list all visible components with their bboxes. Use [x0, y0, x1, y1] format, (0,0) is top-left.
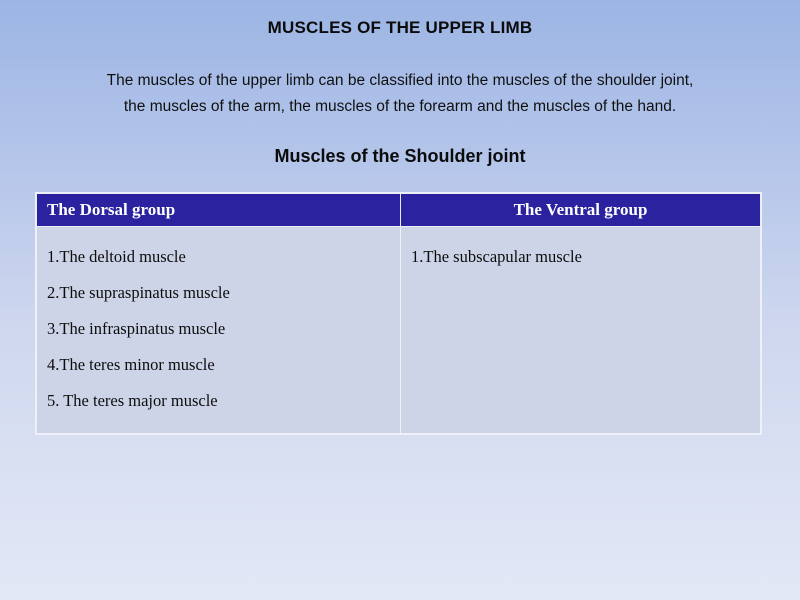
column-header-dorsal-group: The Dorsal group: [36, 193, 401, 227]
table-body: 1.The deltoid muscle 2.The supraspinatus…: [36, 226, 761, 434]
table-header: The Dorsal group The Ventral group: [36, 193, 761, 227]
table-row: 1.The deltoid muscle 2.The supraspinatus…: [36, 226, 761, 434]
intro-line-2: the muscles of the arm, the muscles of t…: [123, 98, 677, 115]
ventral-group-list: 1.The subscapular muscle: [411, 239, 750, 275]
list-item: 2.The supraspinatus muscle: [47, 283, 230, 302]
cell-ventral-group: 1.The subscapular muscle: [400, 226, 761, 434]
muscles-table: The Dorsal group The Ventral group 1.The…: [36, 193, 761, 434]
list-item: 5. The teres major muscle: [47, 391, 218, 410]
intro-line-1: The muscles of the upper limb can be cla…: [106, 72, 694, 89]
column-header-ventral-group: The Ventral group: [400, 193, 761, 227]
dorsal-group-list: 1.The deltoid muscle 2.The supraspinatus…: [47, 239, 390, 419]
page-title: MUSCLES OF THE UPPER LIMB: [267, 18, 533, 37]
intro-paragraph: The muscles of the upper limb can be cla…: [40, 68, 760, 120]
cell-dorsal-group: 1.The deltoid muscle 2.The supraspinatus…: [36, 226, 401, 434]
list-item: 1.The deltoid muscle: [47, 247, 186, 266]
list-item: 4.The teres minor muscle: [47, 355, 215, 374]
list-item: 3.The infraspinatus muscle: [47, 319, 226, 338]
section-heading: Muscles of the Shoulder joint: [274, 146, 526, 166]
table-header-row: The Dorsal group The Ventral group: [36, 193, 761, 227]
list-item: 1.The subscapular muscle: [411, 247, 582, 266]
